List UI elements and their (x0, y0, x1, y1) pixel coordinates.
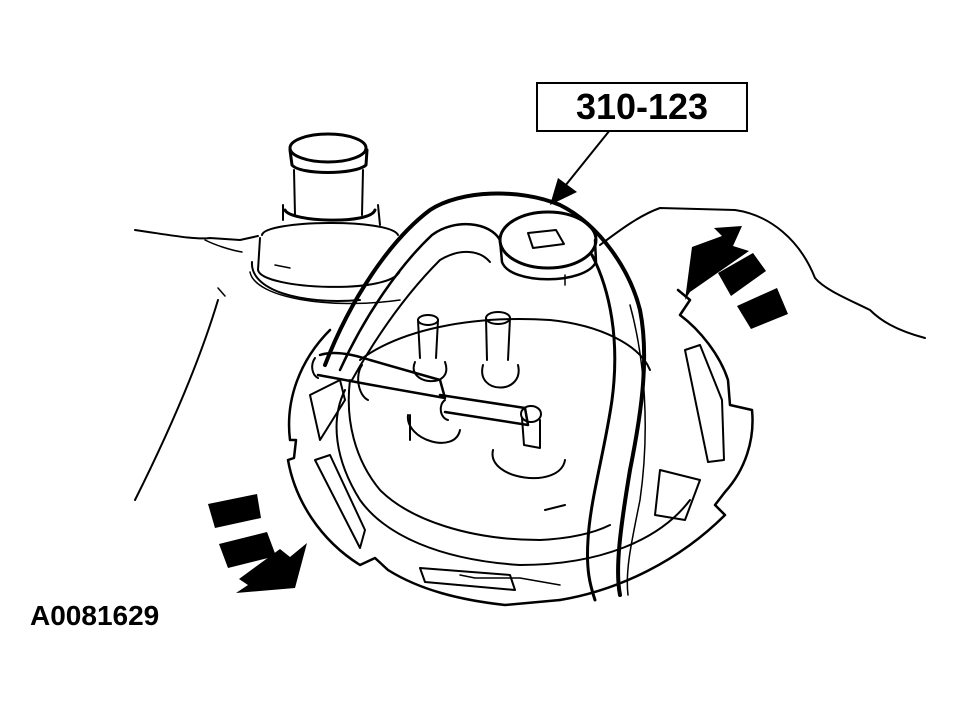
locking-ring (288, 290, 753, 605)
figure-id: A0081629 (30, 600, 160, 631)
rotation-arrow-lower-left-icon (208, 494, 307, 593)
callout-leader (565, 130, 610, 186)
filler-neck-fitting (250, 134, 400, 304)
fuel-tank-surface (135, 208, 925, 500)
rotation-arrow-upper-right-icon (685, 226, 788, 329)
special-tool-wrench (325, 194, 645, 600)
callout-arrowhead (550, 178, 577, 205)
pump-module-flange (312, 312, 650, 540)
tool-number-label: 310-123 (575, 86, 709, 127)
tool-callout-box: 310-123 (536, 82, 748, 132)
